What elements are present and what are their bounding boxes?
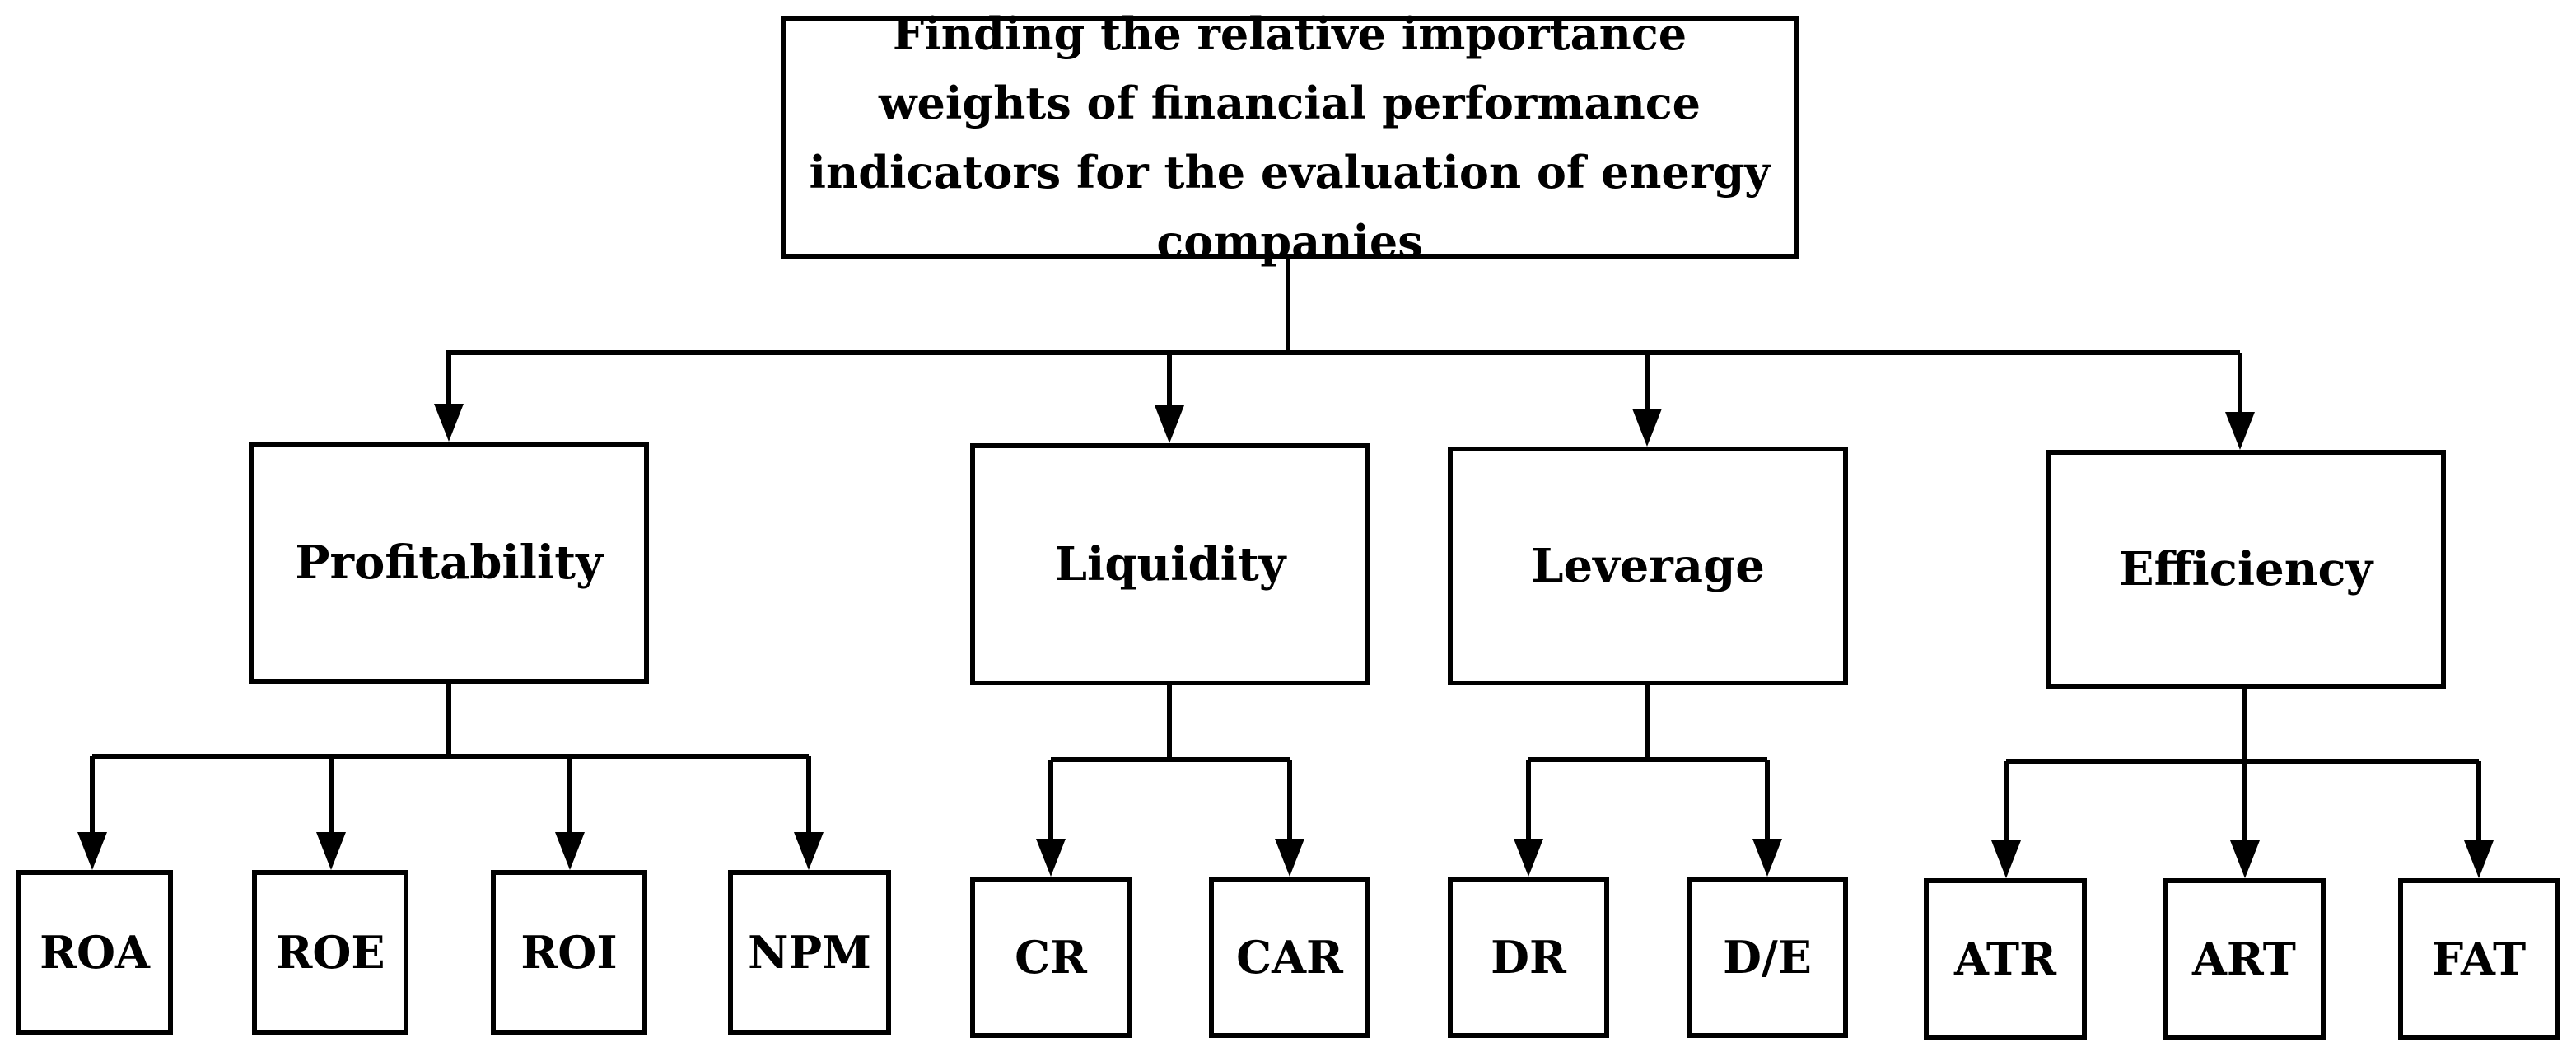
indicator-label: ATR: [1953, 933, 2056, 985]
indicator-box-de: D/E: [1687, 877, 1848, 1038]
arrow-to-leverage-arrowhead: [1632, 409, 1662, 447]
indicator-box-art: ART: [2163, 878, 2326, 1040]
arrow-to-profitability-indicator-4-arrowhead: [794, 832, 824, 870]
category-label: Liquidity: [1054, 537, 1286, 592]
indicator-label: ROI: [520, 926, 618, 979]
category-label: Efficiency: [2118, 542, 2373, 596]
category-box-leverage: Leverage: [1448, 447, 1848, 685]
indicator-label: ROE: [275, 926, 385, 979]
arrow-to-profitability-indicator-3-arrowhead: [555, 832, 585, 870]
goal-box: Finding the relative importance weights …: [781, 7, 1799, 268]
arrow-to-efficiency-indicator-2-arrowhead: [2230, 840, 2260, 878]
indicator-label: D/E: [1723, 931, 1812, 984]
indicator-box-npm: NPM: [728, 870, 891, 1035]
indicator-label: ROA: [40, 926, 150, 979]
category-box-efficiency: Efficiency: [2046, 450, 2446, 689]
arrow-to-liquidity-indicator-1-arrowhead: [1036, 839, 1066, 877]
arrow-to-profitability-arrowhead: [434, 404, 464, 442]
indicator-label: CR: [1015, 931, 1087, 984]
indicator-label: FAT: [2431, 933, 2527, 985]
category-label: Profitability: [295, 536, 603, 590]
indicator-box-roe: ROE: [252, 870, 408, 1035]
indicator-box-car: CAR: [1209, 877, 1370, 1038]
indicator-label: NPM: [748, 926, 871, 979]
category-label: Leverage: [1531, 539, 1765, 593]
arrow-to-profitability-indicator-1-arrowhead: [77, 832, 107, 870]
arrow-to-efficiency-indicator-3-arrowhead: [2464, 840, 2494, 878]
indicator-label: DR: [1491, 931, 1566, 984]
indicator-box-dr: DR: [1448, 877, 1609, 1038]
goal-text: Finding the relative importance weights …: [809, 7, 1771, 268]
arrow-to-leverage-indicator-1-arrowhead: [1514, 839, 1543, 877]
indicator-box-cr: CR: [970, 877, 1132, 1038]
category-box-profitability: Profitability: [249, 442, 649, 684]
arrow-to-efficiency-arrowhead: [2225, 412, 2255, 450]
arrow-to-efficiency-indicator-1-arrowhead: [1991, 840, 2021, 878]
category-box-liquidity: Liquidity: [970, 443, 1370, 685]
indicator-label: ART: [2191, 933, 2296, 985]
arrow-to-liquidity-arrowhead: [1155, 405, 1184, 443]
indicator-box-roi: ROI: [491, 870, 647, 1035]
arrow-to-profitability-indicator-2-arrowhead: [316, 832, 346, 870]
arrow-to-leverage-indicator-2-arrowhead: [1752, 839, 1782, 877]
arrow-to-liquidity-indicator-2-arrowhead: [1275, 839, 1304, 877]
indicator-box-fat: FAT: [2398, 878, 2560, 1040]
indicator-box-roa: ROA: [16, 870, 173, 1035]
indicator-box-atr: ATR: [1924, 878, 2087, 1040]
indicator-label: CAR: [1236, 931, 1343, 984]
